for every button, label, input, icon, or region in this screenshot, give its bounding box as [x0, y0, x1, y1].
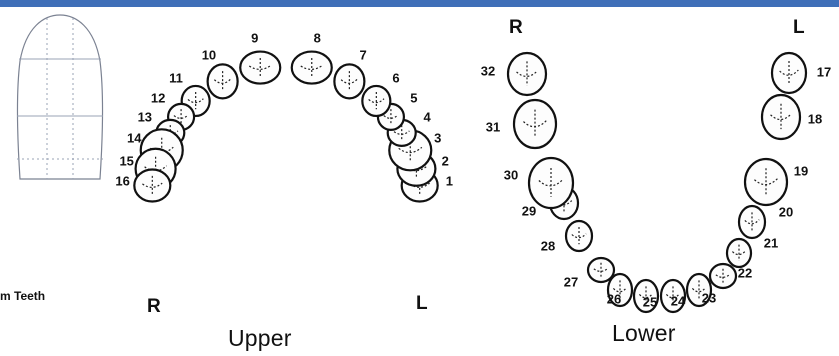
upper-tooth-15: [134, 147, 177, 190]
header-bar: [0, 0, 839, 7]
upper-tooth-9: [239, 50, 282, 85]
upper-tooth-16: [133, 168, 172, 203]
upper-tooth-number-8: 8: [313, 30, 321, 46]
upper-tooth-2: [396, 150, 437, 187]
upper-tooth-1: [400, 168, 439, 203]
lower-tooth-number-32: 32: [480, 63, 496, 79]
lower-tooth-28: [564, 219, 594, 253]
lower-tooth-21: [725, 237, 753, 269]
upper-arch-title: Upper: [228, 325, 292, 351]
upper-tooth-number-3: 3: [434, 130, 442, 146]
lower-tooth-number-24: 24: [670, 293, 686, 309]
upper-tooth-8: [290, 50, 333, 85]
upper-tooth-number-2: 2: [441, 153, 449, 169]
lower-tooth-number-19: 19: [793, 163, 809, 179]
lower-tooth-20: [737, 204, 767, 240]
lower-tooth-29: [548, 185, 580, 221]
lower-tooth-number-26: 26: [606, 291, 622, 307]
lower-tooth-number-27: 27: [563, 274, 579, 290]
upper-tooth-10: [206, 63, 239, 100]
upper-left-label: L: [416, 293, 428, 314]
lower-tooth-32: [506, 51, 548, 97]
upper-tooth-number-4: 4: [423, 109, 431, 125]
upper-tooth-number-14: 14: [127, 130, 142, 146]
upper-tooth-14: [139, 128, 184, 173]
lower-tooth-number-30: 30: [503, 167, 519, 183]
upper-tooth-7: [333, 63, 366, 100]
lower-tooth-27: [586, 256, 616, 284]
lower-tooth-22: [708, 262, 738, 290]
upper-tooth-number-12: 12: [150, 90, 166, 106]
lower-tooth-number-31: 31: [485, 119, 501, 135]
lower-tooth-number-23: 23: [701, 290, 717, 306]
lower-tooth-number-29: 29: [521, 203, 537, 219]
upper-tooth-number-11: 11: [169, 70, 183, 86]
lower-tooth-number-20: 20: [778, 204, 794, 220]
upper-tooth-number-7: 7: [359, 47, 367, 63]
upper-tooth-number-6: 6: [392, 70, 400, 86]
upper-tooth-number-9: 9: [251, 30, 259, 46]
lower-tooth-number-18: 18: [807, 111, 823, 127]
lower-tooth-number-21: 21: [763, 235, 779, 251]
upper-tooth-6: [361, 84, 392, 118]
upper-tooth-number-15: 15: [119, 153, 134, 169]
upper-tooth-number-13: 13: [137, 109, 153, 125]
lower-right-label: R: [509, 17, 523, 38]
upper-tooth-number-5: 5: [410, 90, 418, 106]
lower-tooth-18: [760, 93, 802, 141]
upper-tooth-number-10: 10: [201, 47, 217, 63]
tooth-crown-thumbnail: [14, 13, 106, 185]
upper-tooth-4: [386, 118, 417, 147]
upper-tooth-number-16: 16: [115, 173, 130, 189]
upper-tooth-13: [155, 118, 186, 147]
upper-tooth-5: [376, 102, 406, 131]
lower-tooth-number-28: 28: [540, 238, 556, 254]
caption-fragment: m Teeth: [0, 289, 46, 303]
upper-tooth-11: [180, 84, 211, 118]
lower-arch-title: Lower: [612, 320, 676, 346]
upper-right-label: R: [147, 296, 161, 317]
upper-tooth-3: [388, 129, 433, 172]
lower-tooth-30: [527, 156, 575, 210]
upper-tooth-12: [166, 102, 196, 131]
lower-tooth-number-17: 17: [816, 64, 832, 80]
lower-tooth-number-25: 25: [642, 294, 658, 310]
lower-tooth-31: [512, 98, 558, 150]
lower-tooth-19: [743, 157, 789, 207]
lower-tooth-17: [770, 51, 808, 95]
lower-tooth-number-22: 22: [737, 265, 753, 281]
lower-left-label: L: [793, 17, 805, 38]
upper-tooth-number-1: 1: [445, 173, 453, 189]
